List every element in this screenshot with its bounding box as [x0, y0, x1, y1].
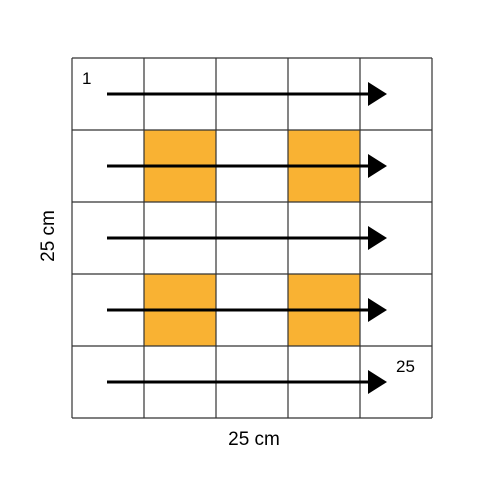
arrow-head: [368, 370, 387, 394]
end-label: 25: [396, 357, 415, 376]
height-label: 25 cm: [38, 210, 59, 262]
width-label: 25 cm: [228, 429, 280, 450]
arrow-head: [368, 298, 387, 322]
arrow-head: [368, 82, 387, 106]
start-label: 1: [82, 69, 91, 88]
arrow-head: [368, 154, 387, 178]
arrow-head: [368, 226, 387, 250]
arrows: [107, 82, 387, 394]
